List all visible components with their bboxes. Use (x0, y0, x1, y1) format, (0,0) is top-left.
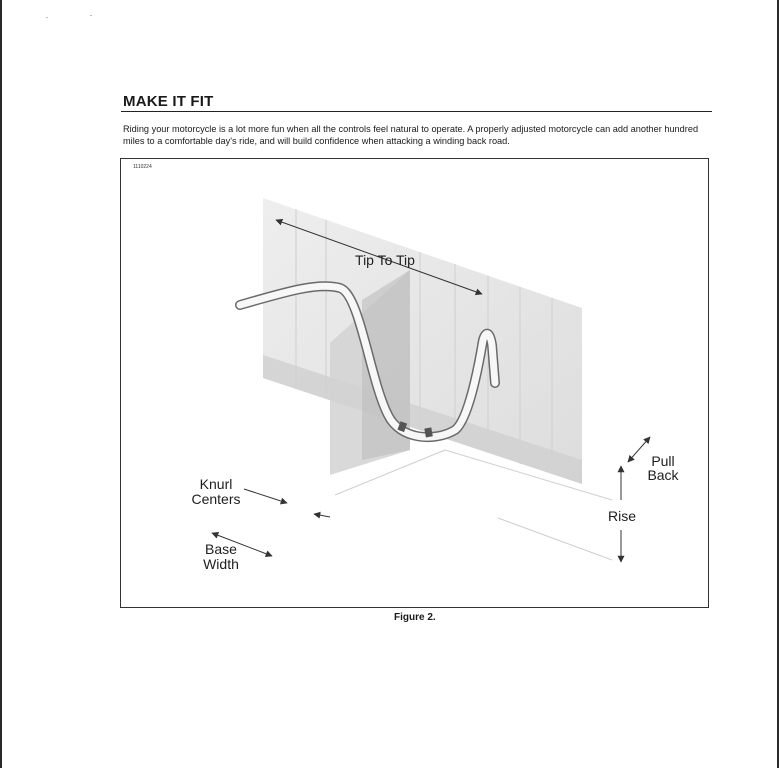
figure-id: 1110224 (133, 164, 152, 170)
back-label: Back (647, 467, 679, 483)
scan-speck (90, 15, 92, 16)
knurl-centers-arrow-left (243, 488, 288, 505)
section-heading: MAKE IT FIT (123, 93, 214, 110)
center-plane-shade (362, 270, 410, 460)
scan-speck (46, 17, 48, 18)
centers-label: Centers (191, 491, 241, 507)
rise-label: Rise (607, 508, 636, 524)
page-edge-right (777, 0, 779, 768)
figure-caption: Figure 2. (394, 612, 436, 623)
floor-lines (334, 449, 613, 561)
knurl-label: Knurl (199, 476, 233, 492)
knurl-mark-left (397, 421, 408, 433)
knurl-centers-arrow-right (313, 511, 331, 519)
pull-back-arrow (627, 436, 651, 463)
heading-rule (121, 111, 712, 112)
width-label: Width (203, 556, 239, 572)
knurl-mark-right (424, 427, 433, 438)
pull-label: Pull (651, 453, 675, 469)
tip-to-tip-arrow (275, 218, 483, 296)
handlebar-diagram (211, 198, 651, 563)
base-width-arrow (211, 531, 273, 558)
tip-to-tip-label: Tip To Tip (355, 252, 415, 268)
page-edge-left (0, 0, 2, 768)
intro-paragraph: Riding your motorcycle is a lot more fun… (123, 124, 699, 146)
base-label: Base (205, 541, 237, 557)
